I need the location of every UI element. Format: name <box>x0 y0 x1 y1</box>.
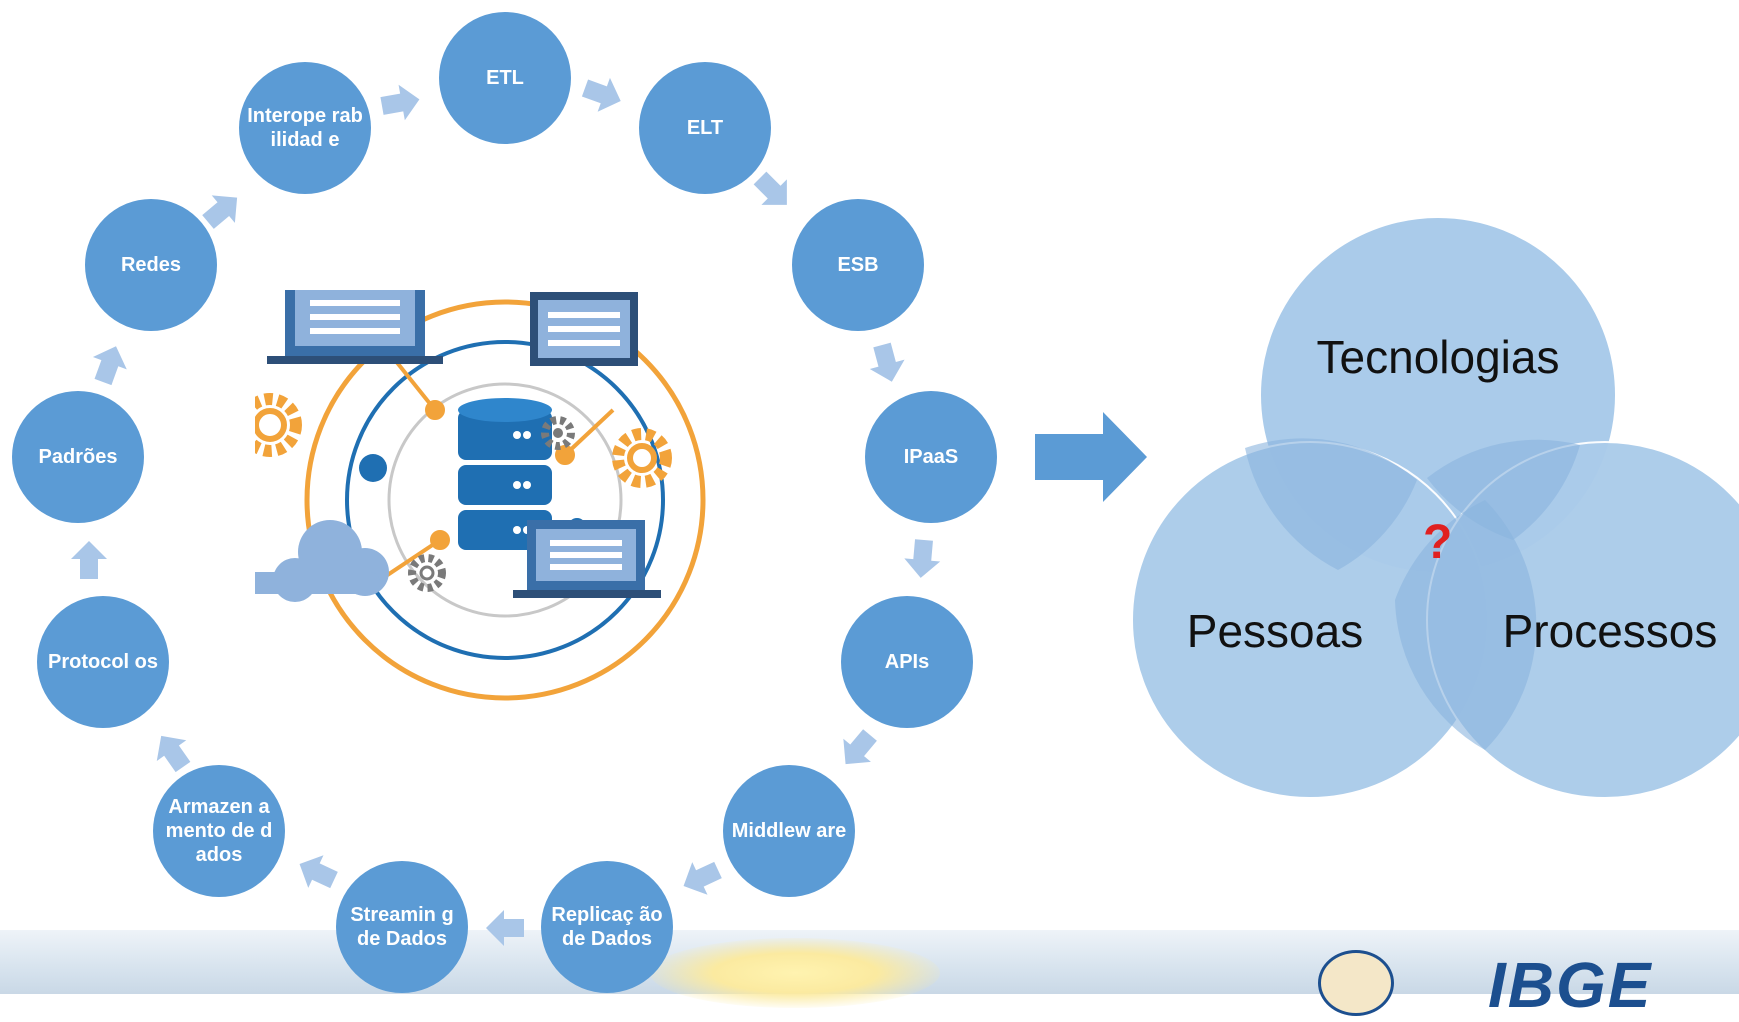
arrow-icon <box>202 195 238 229</box>
gear-icon <box>255 393 302 457</box>
gear-icon <box>541 416 575 450</box>
seal-logo <box>1318 950 1394 1016</box>
node-ipaas: IPaaS <box>865 391 997 523</box>
gear-icon <box>612 428 672 488</box>
ibge-logo: IBGE <box>1488 949 1653 1021</box>
data-integration-illustration <box>255 290 706 701</box>
gear-icon <box>408 554 446 592</box>
slide: ETL ELT ESB IPaaS APIs Middlew are Repli… <box>0 12 1739 1021</box>
arrow-icon <box>92 346 127 386</box>
venn-label-processos: Processos <box>1502 605 1718 657</box>
node-padroes: Padrões <box>12 391 144 523</box>
node-replicacao: Replicaç ão de Dados <box>541 861 673 993</box>
laptop-icon <box>513 520 661 598</box>
arrow-icon <box>843 729 877 765</box>
cycle-arrows <box>71 77 941 946</box>
outer-orange-ring <box>304 299 706 701</box>
node-esb: ESB <box>792 199 924 331</box>
venn-label-pessoas: Pessoas <box>1186 605 1364 657</box>
node-protocolos: Protocol os <box>37 596 169 728</box>
node-apis: APIs <box>841 596 973 728</box>
monitor-icon <box>530 292 638 366</box>
venn-diagram <box>1131 216 1739 799</box>
arrow-icon <box>869 342 905 382</box>
node-middleware: Middlew are <box>723 765 855 897</box>
arrow-icon <box>683 861 722 895</box>
arrow-icon <box>299 855 338 889</box>
database-icon <box>458 398 552 550</box>
cloud-icon <box>255 520 389 602</box>
arrow-icon <box>71 541 107 579</box>
laptop-icon <box>267 290 443 364</box>
node-redes: Redes <box>85 199 217 331</box>
blue-ring <box>345 340 665 660</box>
grey-ring <box>387 382 623 618</box>
big-arrow-icon <box>1035 412 1147 502</box>
arrow-icon <box>753 171 787 205</box>
arrow-icon <box>486 910 524 946</box>
node-elt: ELT <box>639 62 771 194</box>
venn-label-tecnologias: Tecnologias <box>1316 331 1560 383</box>
node-etl: ETL <box>439 12 571 144</box>
arrow-icon <box>380 84 420 121</box>
node-armazenamento: Armazen amento de dados <box>153 765 285 897</box>
node-streaming: Streamin g de Dados <box>336 861 468 993</box>
arrow-icon <box>581 77 621 112</box>
arrow-icon <box>156 735 191 773</box>
venn-center-question: ? <box>1423 516 1453 569</box>
arrow-icon <box>904 539 941 578</box>
node-interoperabilidade: Interope rabilidad e <box>239 62 371 194</box>
